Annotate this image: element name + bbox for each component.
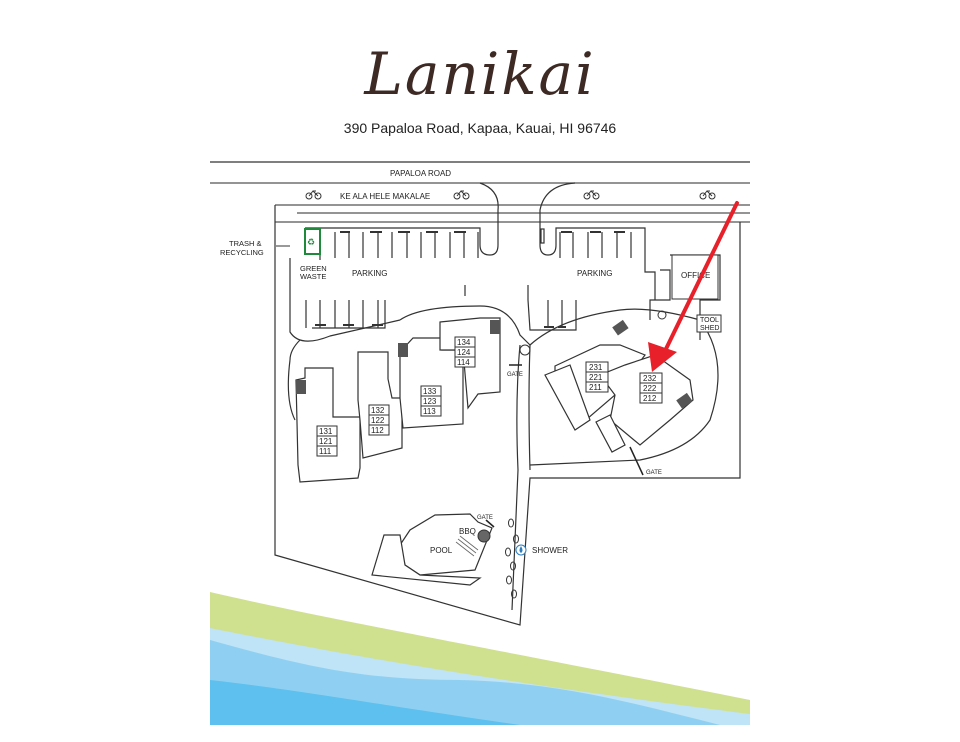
svg-text:221: 221: [589, 373, 603, 382]
svg-text:121: 121: [319, 437, 333, 446]
tool-shed: [696, 314, 722, 333]
pool-label: POOL: [430, 546, 453, 555]
building-2-units: 132 122 112: [368, 404, 390, 436]
shed-label: SHED: [700, 325, 719, 332]
building-1-units: 131 121 111: [316, 425, 338, 457]
parking-west-label: PARKING: [352, 269, 387, 278]
waste-label: WASTE: [300, 272, 326, 281]
bicycle-icon: [583, 190, 600, 200]
svg-text:134: 134: [457, 338, 471, 347]
pool-area: [371, 513, 493, 586]
pool-steps: [455, 535, 479, 557]
resort-logo-title: Lanikai: [364, 40, 596, 108]
green-label: GREEN: [300, 264, 327, 273]
building-3-units: 133 123 113: [420, 385, 442, 417]
building-6-units-highlighted: 232 222 212: [639, 372, 663, 404]
location-arrow-icon: [648, 201, 739, 372]
bbq-label: BBQ: [459, 527, 476, 536]
gates: [485, 364, 644, 528]
bicycle-icon: [699, 190, 716, 200]
svg-text:114: 114: [457, 358, 470, 367]
resort-address: 390 Papaloa Road, Kapaa, Kauai, HI 96746: [343, 120, 617, 136]
stair-icon: [676, 392, 693, 409]
svg-text:112: 112: [371, 426, 384, 435]
svg-text:212: 212: [643, 394, 657, 403]
svg-text:232: 232: [643, 374, 657, 383]
water-drop-icon: [519, 546, 523, 553]
unit-labels: 131 121 111 132 122 112 133 123 113 134 …: [316, 336, 663, 457]
coastline: [210, 592, 750, 725]
roundabout-circle: [519, 344, 531, 356]
stair-icon: [612, 319, 629, 336]
stair-icon: [398, 343, 408, 357]
gate-east-label: GATE: [646, 470, 662, 476]
bicycle-icon: [453, 190, 470, 200]
recycling-label: RECYCLING: [220, 248, 264, 257]
trash-label: TRASH &: [229, 239, 262, 248]
tool-label: TOOL: [700, 317, 719, 324]
parking-stalls-west: [305, 231, 479, 328]
roundabout-circle: [657, 310, 667, 320]
bbq-grill-icon: [477, 529, 491, 543]
svg-text:111: 111: [319, 447, 332, 456]
building-5-units: 231 221 211: [585, 361, 609, 393]
svg-text:113: 113: [423, 407, 436, 416]
svg-text:131: 131: [319, 427, 333, 436]
roads: [210, 161, 750, 223]
parking-east-label: PARKING: [577, 269, 612, 278]
svg-text:132: 132: [371, 406, 385, 415]
gate-pool-label: GATE: [477, 515, 493, 521]
papaloa-road-label: PAPALOA ROAD: [390, 169, 451, 178]
shower-label: SHOWER: [532, 546, 568, 555]
stepping-stones: [505, 518, 519, 599]
bike-path-label: KE ALA HELE MAKALAE: [340, 192, 430, 201]
stairs: [296, 319, 693, 409]
svg-text:211: 211: [589, 383, 602, 392]
property-lines: [274, 182, 741, 626]
stair-icon: [490, 320, 500, 334]
building-outlines: [295, 317, 694, 483]
green-waste-bin: [304, 228, 321, 255]
parking-stalls-east: [540, 228, 632, 328]
svg-text:133: 133: [423, 387, 437, 396]
svg-text:222: 222: [643, 384, 657, 393]
svg-text:124: 124: [457, 348, 471, 357]
gate-north-label: GATE: [507, 372, 523, 378]
svg-text:231: 231: [589, 363, 603, 372]
svg-text:123: 123: [423, 397, 437, 406]
office-label: OFFICE: [681, 271, 710, 280]
recycle-icon: ♻: [307, 237, 315, 247]
svg-text:122: 122: [371, 416, 385, 425]
bicycle-icon: [305, 190, 322, 200]
stair-icon: [296, 380, 306, 394]
building-4-units: 134 124 114: [454, 336, 476, 368]
